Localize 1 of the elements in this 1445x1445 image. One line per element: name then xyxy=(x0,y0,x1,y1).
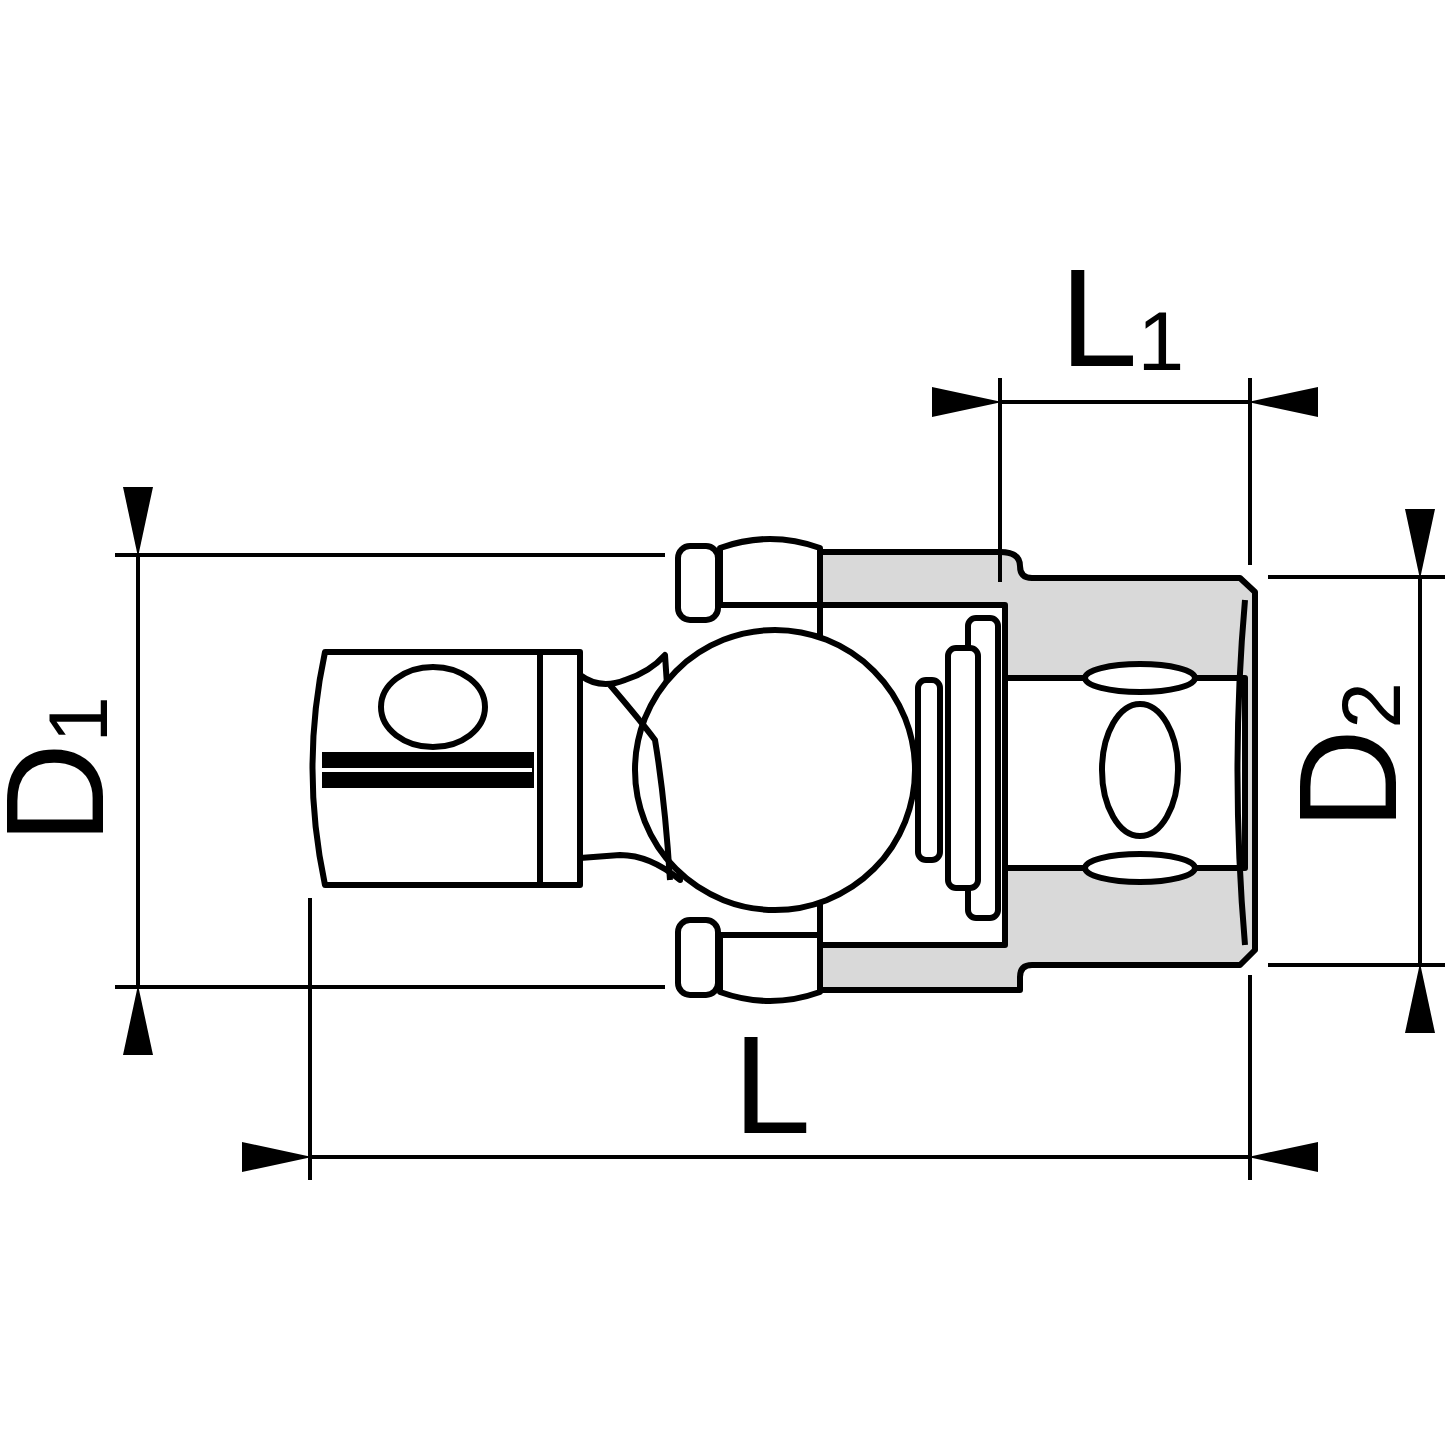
dimension-label: L xyxy=(733,1015,811,1155)
